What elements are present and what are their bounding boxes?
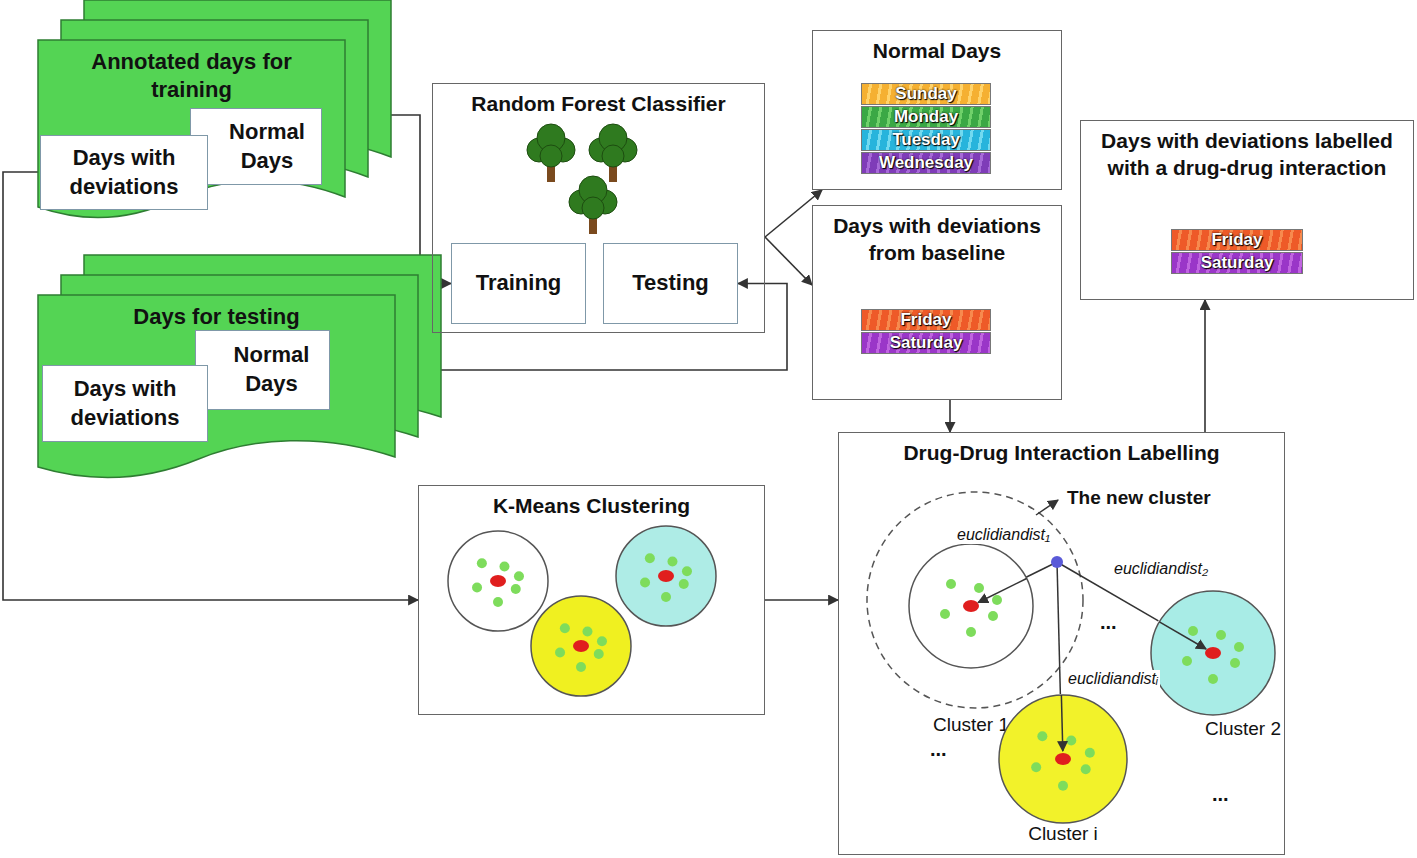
annotation-label: ...	[1098, 611, 1119, 634]
flow-arrow	[1204, 300, 1206, 432]
node-label: Tuesday	[892, 130, 960, 150]
day-badge: Tuesday	[861, 129, 991, 151]
result-box: Days with deviations labelled with a dru…	[1080, 120, 1414, 300]
annotation-label: ...	[928, 738, 949, 761]
node-label: Random Forest Classifier	[471, 90, 725, 117]
document-stack: Days for testingNormal DaysDays with dev…	[38, 295, 395, 475]
node-label: Normal Days	[218, 341, 325, 398]
node-label: Days with deviations	[51, 375, 199, 432]
annotation-label: euclidiandistᵢ	[1066, 670, 1160, 688]
process-box: Training	[451, 243, 586, 324]
cluster-shape	[907, 542, 1035, 670]
data-box: Normal Days	[190, 108, 322, 185]
flow-arrow	[949, 400, 951, 432]
day-badge: Friday	[861, 309, 991, 331]
cluster-shape	[1149, 589, 1277, 717]
classifier-box: Random Forest ClassifierTraining Testing	[432, 83, 765, 333]
node-label: Wednesday	[879, 153, 973, 173]
node-label: Normal Days	[217, 118, 317, 175]
cluster-shape	[997, 693, 1129, 825]
flow-arrow	[765, 190, 822, 237]
node-label: Days with deviations from baseline	[821, 212, 1053, 267]
node-label: Normal Days	[873, 37, 1001, 64]
cluster-circle: Cluster 2	[1149, 589, 1277, 717]
node-label: Cluster i	[997, 823, 1129, 845]
flow-arrow	[765, 599, 838, 601]
output-box: Normal DaysSundayMondayTuesdayWednesday	[812, 30, 1062, 190]
node-label: Training	[476, 269, 562, 298]
node-label: Drug-Drug Interaction Labelling	[903, 439, 1219, 466]
node-label: Cluster 2	[1179, 718, 1307, 740]
annotation-label: euclidiandist₂	[1112, 560, 1210, 578]
node-label: Testing	[632, 269, 709, 298]
annotation-label: euclidiandist₁	[955, 526, 1052, 544]
node-label: Days for testing	[133, 303, 299, 331]
node-label: Friday	[1211, 230, 1262, 250]
node-label: Days with deviations	[49, 144, 199, 201]
kmeans-shape	[419, 486, 766, 716]
cluster-circle: Cluster 1	[907, 542, 1035, 670]
day-badge: Monday	[861, 106, 991, 128]
node-label: Saturday	[1201, 253, 1274, 273]
day-badge: Wednesday	[861, 152, 991, 174]
node-label: Sunday	[895, 84, 956, 104]
day-badge: Saturday	[861, 332, 991, 354]
annotation-label: The new cluster	[1065, 487, 1213, 509]
flow-arrow	[765, 237, 812, 285]
annotation-label: ...	[1210, 783, 1231, 806]
flow-arrow	[3, 172, 418, 600]
data-box: Days with deviations	[42, 365, 208, 442]
output-box: Days with deviations from baselineFriday…	[812, 205, 1062, 400]
data-box: Days with deviations	[40, 135, 208, 210]
node-label: K-Means Clustering	[493, 492, 690, 519]
node-label: Days with deviations labelled with a dru…	[1089, 127, 1405, 182]
data-box: Normal Days	[195, 330, 330, 410]
node-label: Monday	[894, 107, 958, 127]
document-stack: Annotated days for trainingNormal Days Da…	[38, 40, 345, 215]
node-label: Saturday	[890, 333, 963, 353]
cluster-circle: Cluster i	[997, 693, 1129, 825]
node-label: Annotated days for training	[66, 48, 317, 103]
clustering-box: K-Means Clustering	[418, 485, 765, 715]
process-box: Testing	[603, 243, 738, 324]
node-label: Friday	[900, 310, 951, 330]
day-badge: Saturday	[1171, 252, 1303, 274]
day-badge: Friday	[1171, 229, 1303, 251]
day-badge: Sunday	[861, 83, 991, 105]
